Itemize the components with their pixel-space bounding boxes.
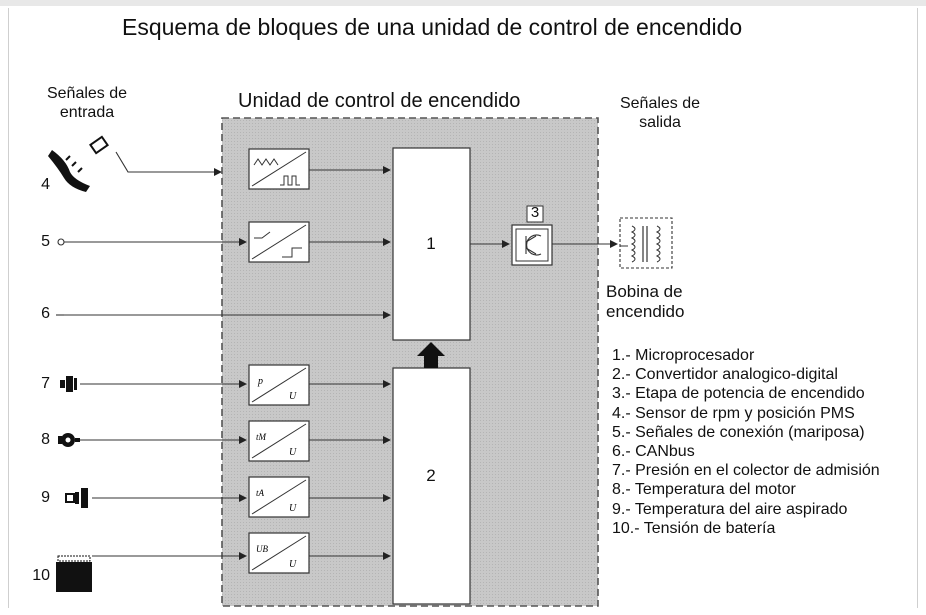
adc-block <box>392 367 471 605</box>
switch-block-5 <box>248 221 310 263</box>
converter-label-top-7: p <box>257 376 263 387</box>
converter-label-top-8: tM <box>256 432 267 442</box>
converter-block-7 <box>248 364 310 406</box>
page-title: Esquema de bloques de una unidad de cont… <box>122 14 743 40</box>
converter-block-9 <box>248 476 310 518</box>
block-3-number: 3 <box>530 204 540 221</box>
pressure-sensor-icon <box>60 376 77 392</box>
legend-item: 2.- Convertidor analogico-digital <box>612 366 838 384</box>
legend-item: 6.- CANbus <box>612 443 695 461</box>
converter-label-bottom-7: U <box>289 391 297 402</box>
legend-item: 1.- Microprocesador <box>612 347 755 364</box>
temperature-sensor-icon <box>58 433 80 447</box>
input-number-7: 7 <box>41 375 50 392</box>
switch-contact-icon <box>57 238 65 246</box>
legend-item: 5.- Señales de conexión (mariposa) <box>612 423 865 441</box>
converter-label-top-9: tA <box>256 488 265 498</box>
filter-block-4 <box>248 148 310 190</box>
converter-block-10 <box>248 532 310 574</box>
legend-item: 7.- Presión en el colector de admisión <box>612 462 880 480</box>
power-stage-block <box>511 224 553 266</box>
block-3-label-box <box>526 205 544 223</box>
converter-label-bottom-9: U <box>289 503 297 514</box>
input-number-8: 8 <box>41 431 50 448</box>
input-signals-label: Señales de entrada <box>46 85 128 121</box>
legend-item: 3.- Etapa de potencia de encendido <box>612 385 865 403</box>
top-strip <box>0 0 926 6</box>
ignition-coil-icon <box>619 217 673 269</box>
ignition-coil-label: Bobina de encendido <box>606 282 685 321</box>
transistor-icon <box>525 234 542 256</box>
legend-item: 9.- Temperatura del aire aspirado <box>612 500 848 518</box>
control-unit-label: Unidad de control de encendido <box>238 90 521 112</box>
input-number-10: 10 <box>32 567 50 584</box>
battery-icon <box>56 555 92 592</box>
input-number-6: 6 <box>41 305 50 322</box>
converter-label-bottom-8: U <box>289 447 297 458</box>
legend-item: 8.- Temperatura del motor <box>612 481 796 499</box>
image-frame <box>8 8 918 608</box>
power-stage-inner <box>515 228 549 262</box>
rpm-sensor-icon <box>48 135 109 192</box>
input-number-4: 4 <box>41 176 50 193</box>
converter-label-top-10: UB <box>256 544 268 554</box>
line-4 <box>115 151 214 173</box>
microprocessor-block <box>392 147 471 341</box>
output-signals-label: Señales de salida <box>619 95 701 131</box>
arrow-4-in <box>214 168 222 176</box>
legend-item: 10.- Tensión de batería <box>612 519 776 537</box>
block-2-number: 2 <box>426 466 436 485</box>
converter-block-8 <box>248 420 310 462</box>
air-temperature-sensor-icon <box>65 488 88 508</box>
converter-label-bottom-10: U <box>289 559 297 570</box>
legend-item: 4.- Sensor de rpm y posición PMS <box>612 404 855 422</box>
input-number-9: 9 <box>41 489 50 506</box>
block-1-number: 1 <box>426 234 436 253</box>
input-number-5: 5 <box>41 233 50 250</box>
adc-to-micro-arrow <box>417 342 445 368</box>
legend: 1.- Microprocesador 2.- Convertidor anal… <box>612 346 912 538</box>
